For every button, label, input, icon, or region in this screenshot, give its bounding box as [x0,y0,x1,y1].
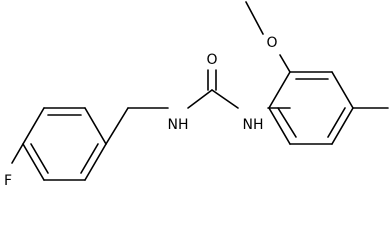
chemical-structure-diagram: F NH O NH O [3,1,389,189]
methoxy-oxygen-label: O [266,35,277,51]
nh-right-label: NH [243,117,264,133]
bond-c-nh [211,89,239,109]
fluorophenyl-ring [22,107,107,181]
bond [84,107,107,145]
bond-o-ch3 [245,1,264,35]
bond [84,143,107,181]
nh-left-label: NH [168,117,189,133]
bond-ring-ch2 [105,107,129,145]
bond [331,71,354,109]
bond-nh-c [187,89,213,109]
bond [268,107,291,145]
bond [22,143,45,181]
bond [268,71,291,109]
bond [22,107,45,145]
carbonyl-oxygen-label: O [206,52,217,68]
bond-c-f [11,143,24,164]
double-bond-inner [80,143,99,174]
bond-ring-o [279,54,291,73]
double-bond-inner [327,107,346,138]
bond [331,107,354,145]
double-bond-inner [30,143,49,174]
methoxy-methylphenyl-ring [268,71,354,145]
fluorine-label: F [4,173,12,189]
double-bond-inner [277,107,297,138]
